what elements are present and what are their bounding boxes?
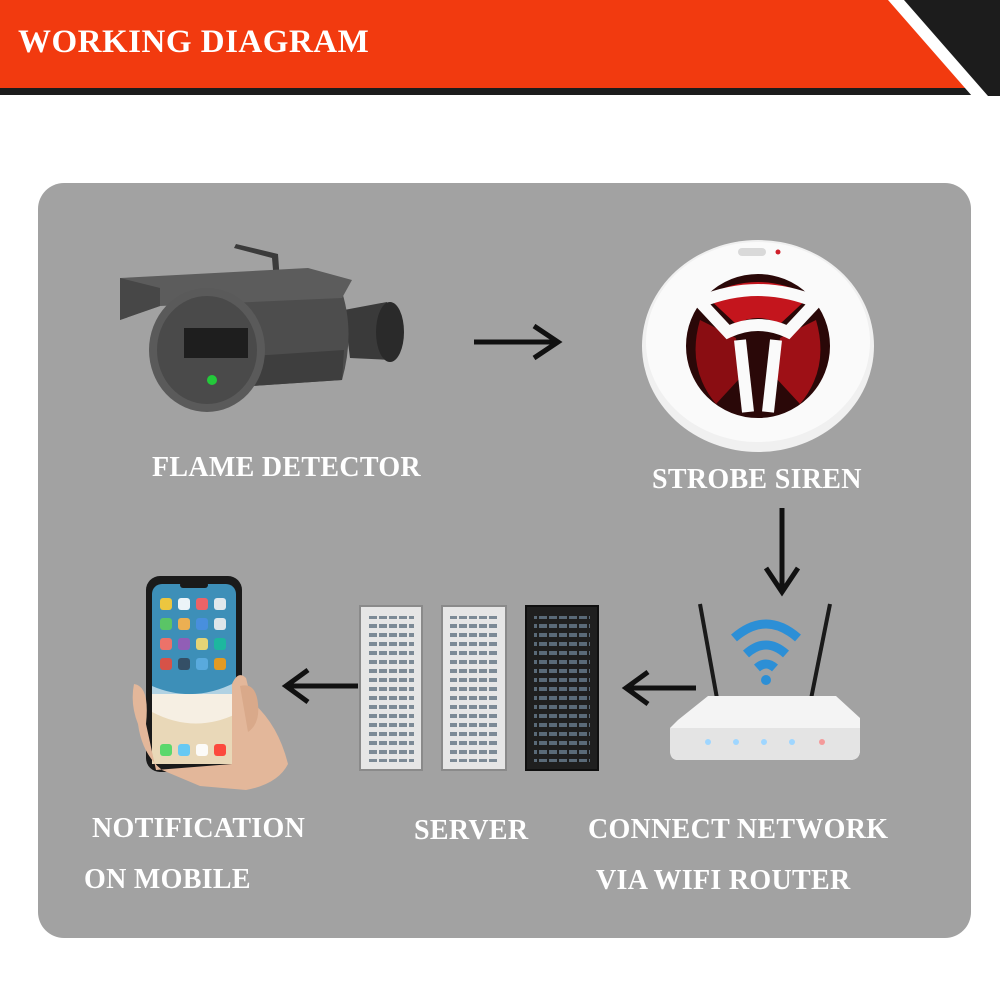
arrow-right-1 <box>474 323 563 361</box>
arrow-left-1 <box>621 669 696 707</box>
strobe-siren-label: STROBE SIREN <box>652 464 862 495</box>
wifi-router-icon <box>670 603 860 760</box>
server-label: SERVER <box>414 815 529 846</box>
mobile-label-line2: ON MOBILE <box>84 864 251 895</box>
security-camera-icon <box>120 244 404 412</box>
router-label-line1: CONNECT NETWORK <box>588 814 889 845</box>
banner-background <box>0 0 1000 88</box>
siren-icon <box>642 240 874 452</box>
flame-detector-label: FLAME DETECTOR <box>152 452 421 483</box>
arrow-left-2 <box>281 667 358 705</box>
mobile-label-line1: NOTIFICATION <box>92 813 306 844</box>
banner-corner-decoration <box>888 0 1000 96</box>
smartphone-icon <box>132 576 288 790</box>
arrow-down-1 <box>763 508 801 597</box>
router-label-line2: VIA WIFI ROUTER <box>596 865 851 896</box>
banner-underline <box>0 88 1000 95</box>
header-banner: WORKING DIAGRAM <box>0 0 1000 96</box>
server-rack-icon <box>359 605 599 771</box>
page-title: WORKING DIAGRAM <box>18 24 370 60</box>
